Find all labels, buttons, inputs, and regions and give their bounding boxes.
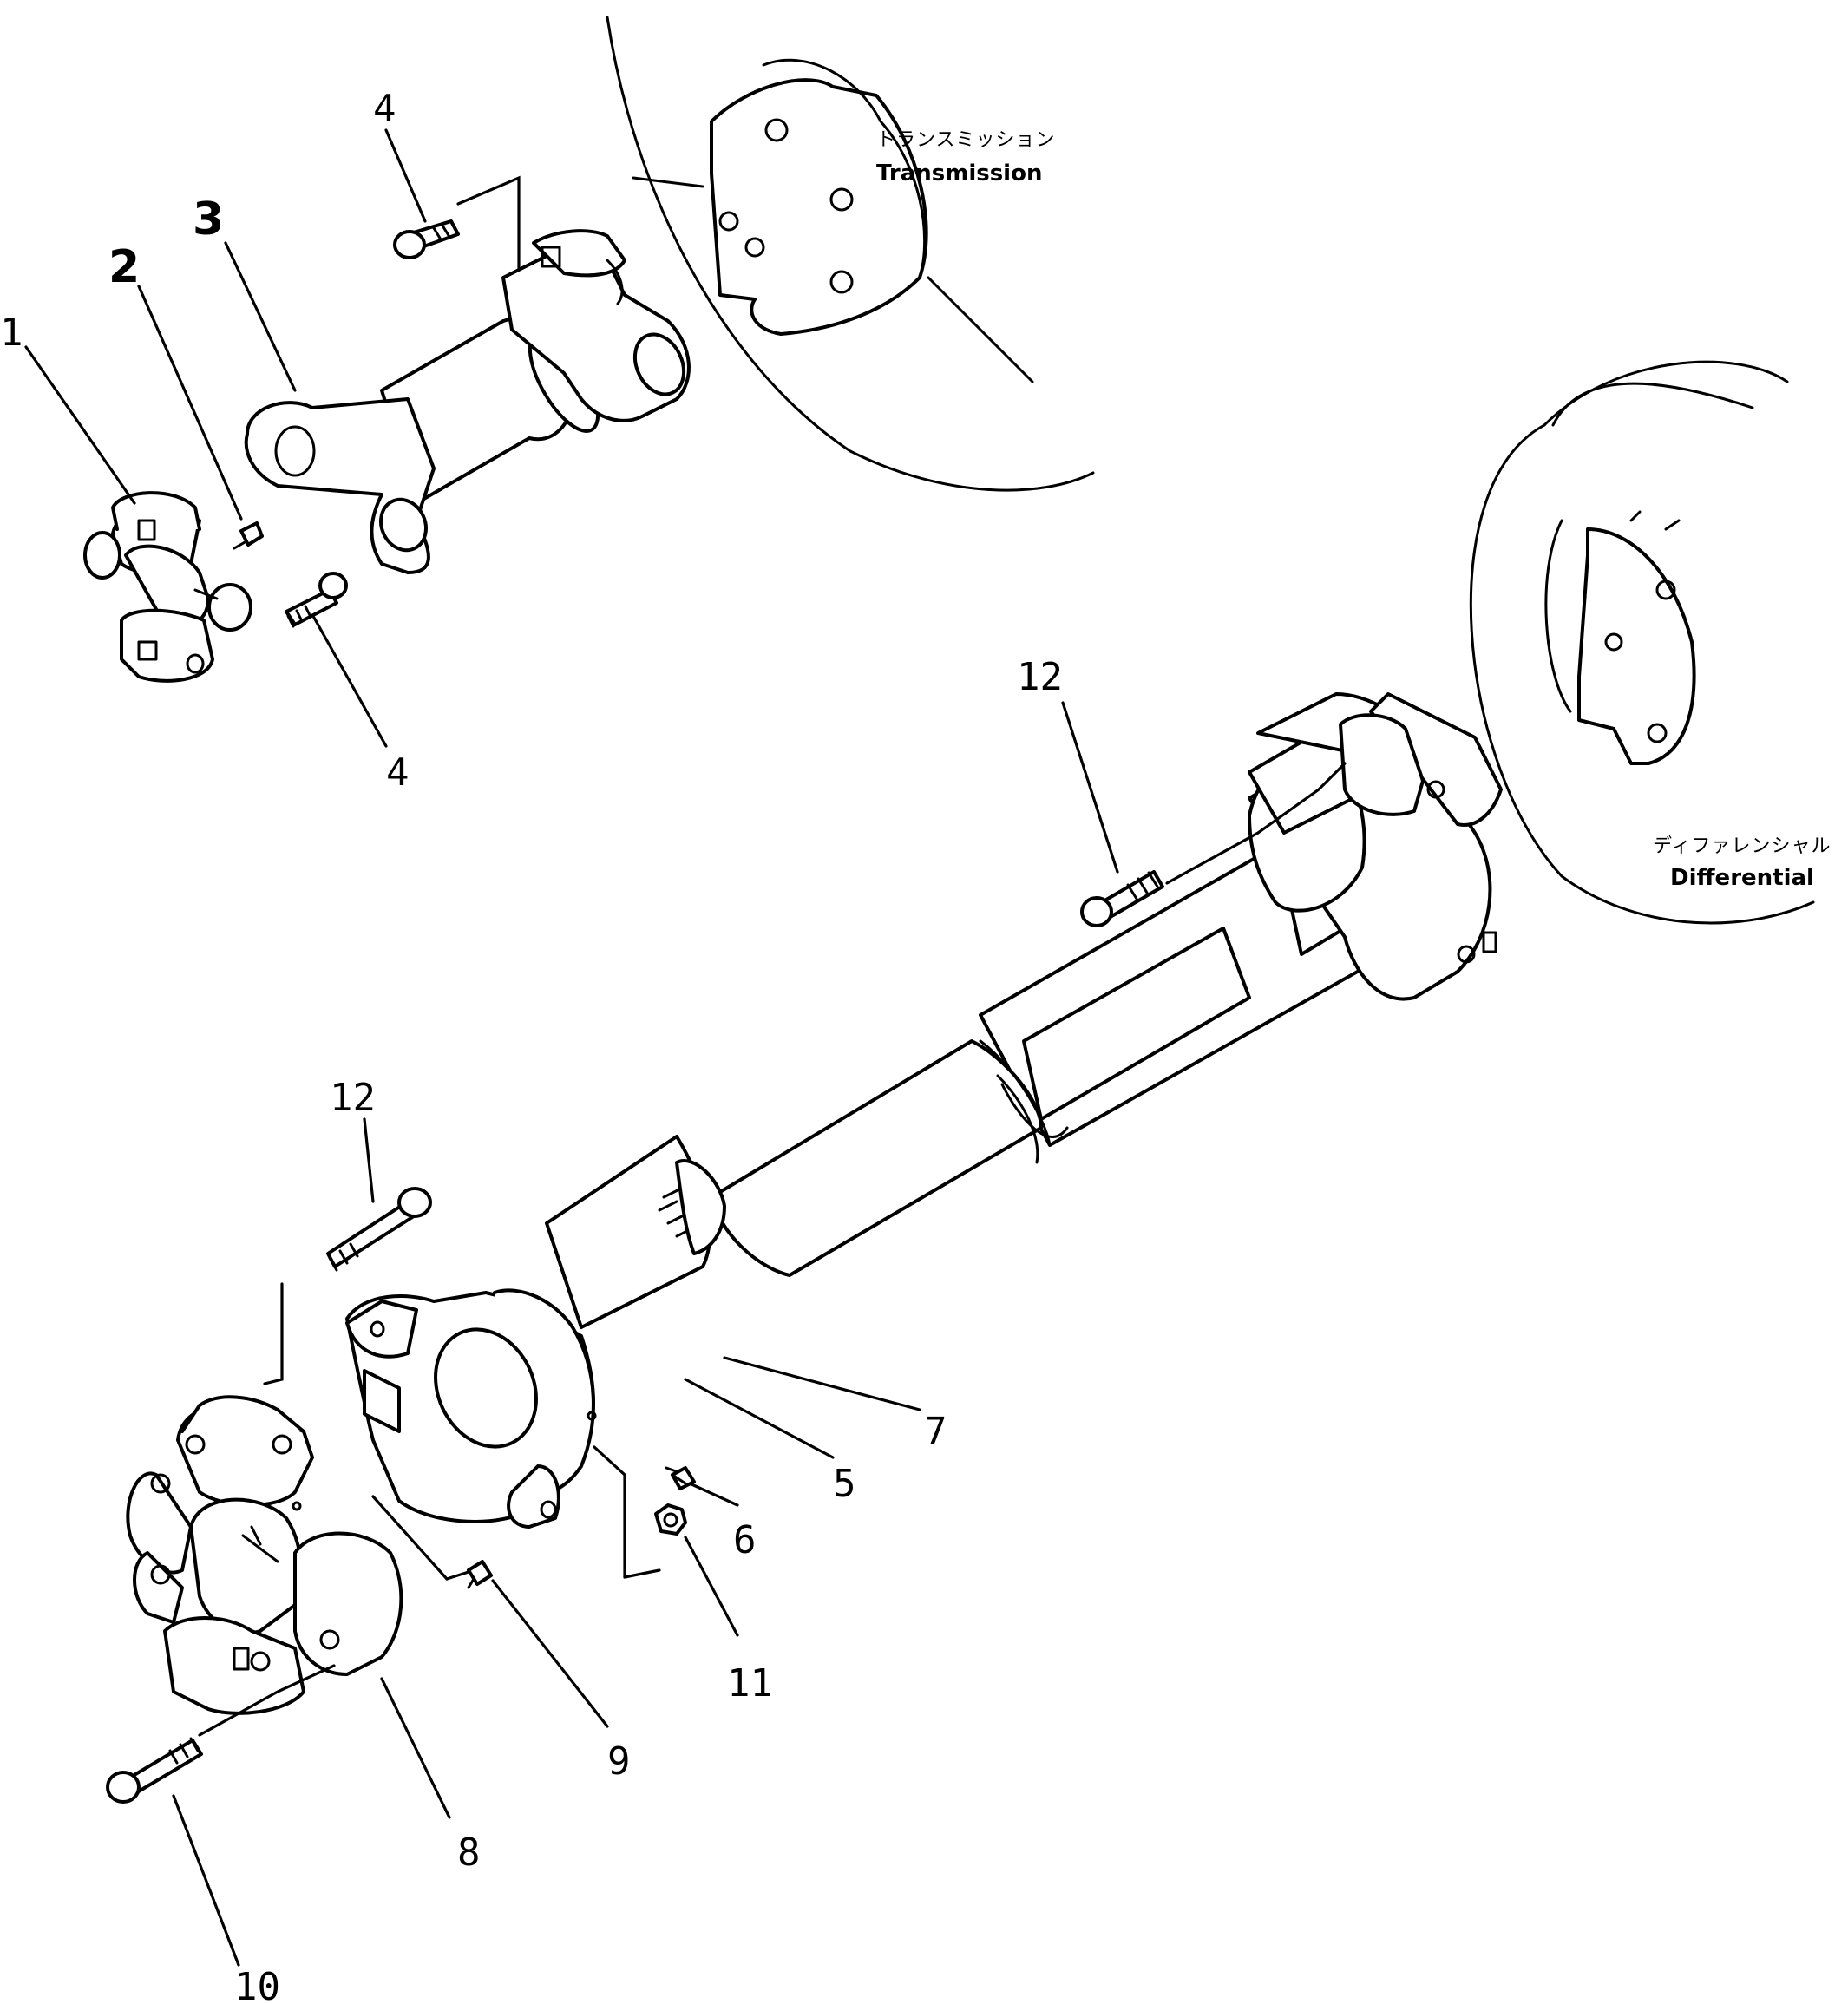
differential-end-yoke — [1248, 692, 1503, 1001]
differential-label-en: Differential — [1670, 865, 1814, 891]
part-5-splined-shaft — [545, 1135, 726, 1329]
callout-4-upper: 4 — [373, 87, 396, 131]
callout-leaders — [24, 128, 1119, 1967]
callout-6: 6 — [733, 1518, 757, 1562]
transmission-housing: トランスミッション Transmission — [606, 16, 1095, 492]
callout-7: 7 — [924, 1410, 947, 1454]
part-8-universal-joint — [126, 1395, 403, 1715]
callout-12-lower: 12 — [330, 1076, 376, 1120]
part-4-bolt-upper — [393, 219, 460, 259]
callout-numbers: 1 2 3 4 4 5 6 7 8 9 10 11 12 12 — [0, 87, 1063, 2004]
part-12-bolt-lower — [326, 1187, 432, 1272]
flange-yoke-lower — [345, 1288, 597, 1529]
callout-9: 9 — [607, 1739, 631, 1784]
part-2-grease-fitting — [233, 521, 264, 550]
callout-8: 8 — [457, 1830, 481, 1875]
part-4-bolt-lower — [285, 572, 348, 628]
callout-11: 11 — [727, 1661, 773, 1706]
part-6-grease-fitting — [665, 1466, 696, 1490]
callout-5: 5 — [833, 1462, 856, 1506]
part-11-nut — [654, 1503, 687, 1536]
part-3-slip-yoke-shaft — [244, 229, 691, 574]
part-9-grease-fitting — [467, 1560, 493, 1589]
callout-4-lower: 4 — [386, 750, 410, 795]
differential-housing: ディファレンシャル Differential — [1469, 360, 1831, 925]
callout-2: 2 — [108, 241, 140, 293]
differential-label-jp: ディファレンシャル — [1653, 835, 1831, 857]
assembly-lines — [198, 175, 1347, 1737]
transmission-label-jp: トランスミッション — [876, 129, 1056, 151]
callout-12-upper: 12 — [1017, 655, 1063, 699]
callout-3: 3 — [193, 193, 224, 246]
part-1-universal-joint — [83, 491, 252, 683]
callout-10: 10 — [234, 1965, 280, 2004]
transmission-label-en: Transmission — [876, 160, 1042, 187]
callout-1: 1 — [0, 311, 23, 355]
part-10-bolt — [106, 1737, 203, 1804]
part-12-bolt-upper — [1080, 870, 1164, 927]
